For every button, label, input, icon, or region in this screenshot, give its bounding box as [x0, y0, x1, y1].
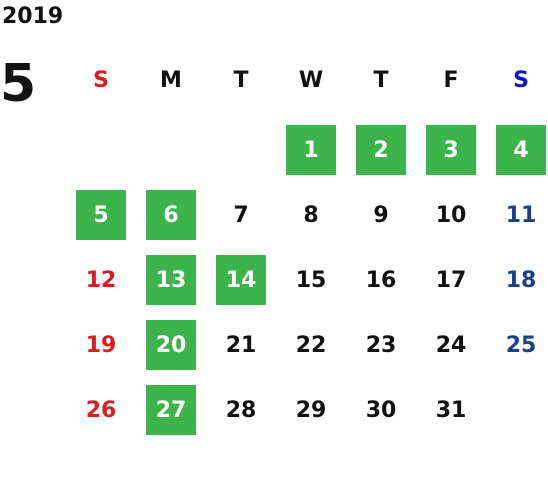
day-cell[interactable]: 19: [85, 332, 117, 358]
day-cell[interactable]: 8: [303, 202, 319, 228]
day-cell[interactable]: 28: [225, 397, 257, 423]
day-cell[interactable]: 22: [295, 332, 327, 358]
day-cell[interactable]: 24: [435, 332, 467, 358]
day-cell[interactable]: 3: [426, 125, 476, 175]
day-cell[interactable]: 10: [435, 202, 467, 228]
day-cell[interactable]: 21: [225, 332, 257, 358]
day-cell[interactable]: 6: [146, 190, 196, 240]
day-cell[interactable]: 27: [146, 385, 196, 435]
day-cell[interactable]: 1: [286, 125, 336, 175]
day-cell[interactable]: 20: [146, 320, 196, 370]
day-cell[interactable]: 12: [85, 267, 117, 293]
day-cell[interactable]: 18: [505, 267, 537, 293]
day-cell[interactable]: 26: [85, 397, 117, 423]
day-cell[interactable]: 9: [373, 202, 389, 228]
weekday-label: T: [233, 68, 249, 93]
day-cell[interactable]: 17: [435, 267, 467, 293]
day-cell[interactable]: 5: [76, 190, 126, 240]
weekday-label: F: [443, 68, 459, 93]
day-cell[interactable]: 2: [356, 125, 406, 175]
year-label: 2019: [2, 4, 64, 29]
day-cell[interactable]: 30: [365, 397, 397, 423]
weekday-label: S: [513, 68, 529, 93]
day-cell[interactable]: 25: [505, 332, 537, 358]
day-cell[interactable]: 15: [295, 267, 327, 293]
day-cell[interactable]: 7: [233, 202, 249, 228]
month-number: 5: [0, 54, 37, 114]
day-cell[interactable]: 29: [295, 397, 327, 423]
day-cell[interactable]: 11: [505, 202, 537, 228]
weekday-label: M: [160, 68, 182, 93]
day-cell[interactable]: 31: [435, 397, 467, 423]
day-cell[interactable]: 4: [496, 125, 546, 175]
day-cell[interactable]: 14: [216, 255, 266, 305]
weekday-label: T: [373, 68, 389, 93]
weekday-label: S: [93, 68, 109, 93]
day-cell[interactable]: 23: [365, 332, 397, 358]
day-cell[interactable]: 13: [146, 255, 196, 305]
day-cell[interactable]: 16: [365, 267, 397, 293]
weekday-label: W: [298, 68, 324, 93]
